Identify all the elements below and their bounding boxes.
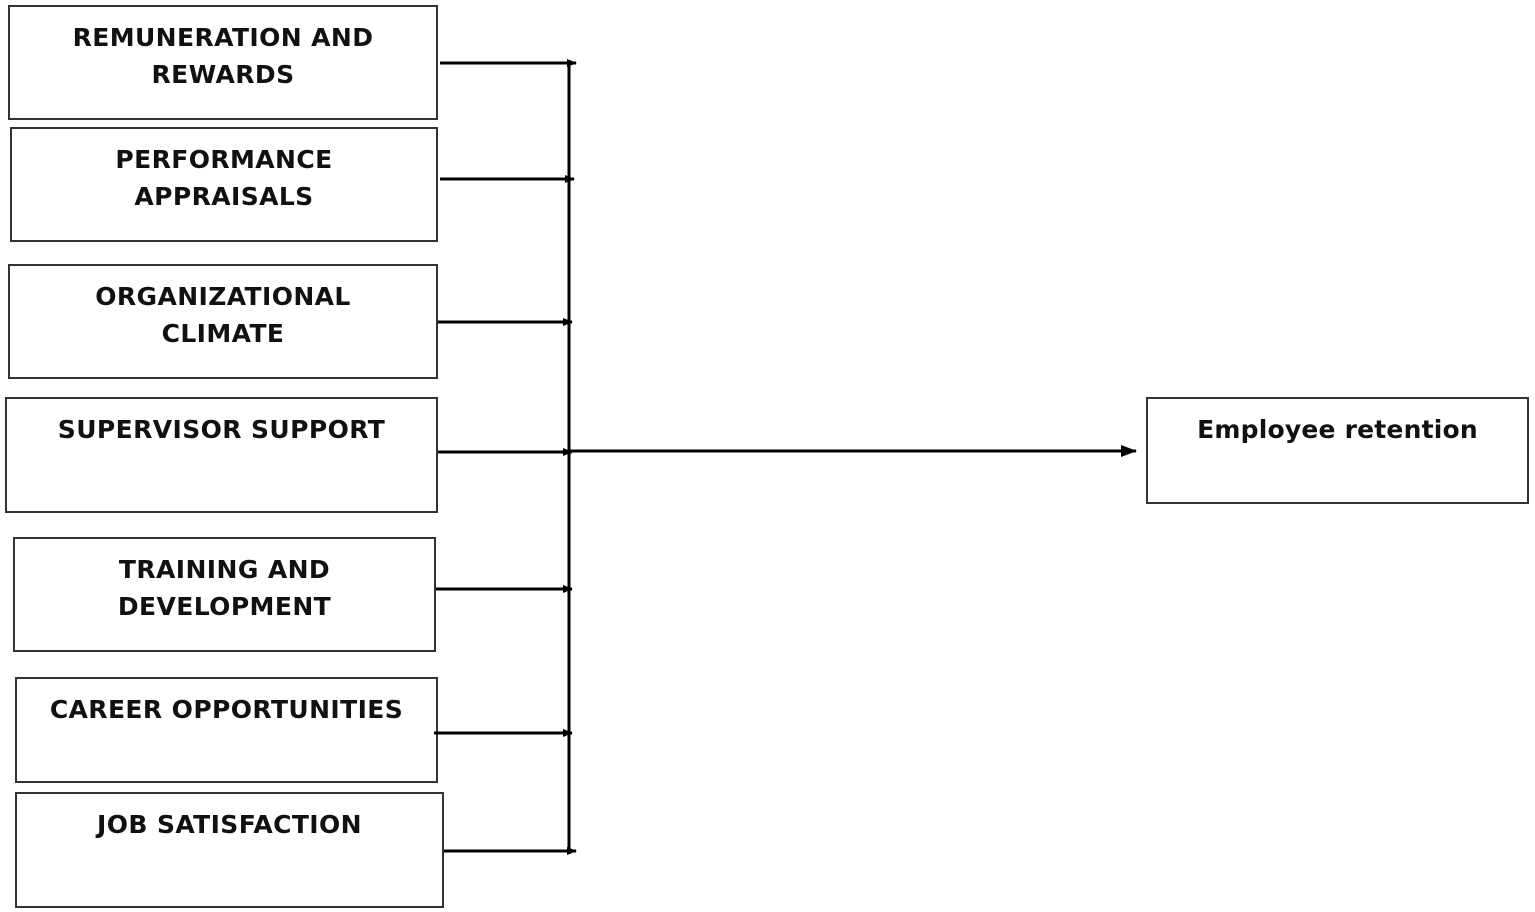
outcome-label: Employee retention (1197, 415, 1478, 444)
factor-box-training-and-development: TRAINING AND DEVELOPMENT (13, 537, 436, 652)
factor-box-supervisor-support: SUPERVISOR SUPPORT (5, 397, 438, 513)
factor-label-line: REMUNERATION AND (72, 23, 374, 52)
factor-box-remuneration-and-rewards: REMUNERATION AND REWARDS (8, 5, 438, 120)
factor-label-line: CLIMATE (161, 319, 285, 348)
factor-label-line: PERFORMANCE (115, 145, 333, 174)
factor-box-career-opportunities: CAREER OPPORTUNITIES (15, 677, 438, 783)
factor-box-organizational-climate: ORGANIZATIONAL CLIMATE (8, 264, 438, 379)
outcome-box-employee-retention: Employee retention (1146, 397, 1529, 504)
factor-label-line: APPRAISALS (134, 182, 314, 211)
factor-label-line: SUPERVISOR SUPPORT (57, 415, 386, 444)
factor-label-line: ORGANIZATIONAL (95, 282, 351, 311)
factor-box-job-satisfaction: JOB SATISFACTION (15, 792, 444, 908)
factor-label-line: REWARDS (151, 60, 295, 89)
factor-label-line: JOB SATISFACTION (97, 810, 362, 839)
factor-label-line: CAREER OPPORTUNITIES (49, 695, 404, 724)
factor-label-line: DEVELOPMENT (117, 592, 332, 621)
factor-label-line: TRAINING AND (118, 555, 331, 584)
factor-box-performance-appraisals: PERFORMANCE APPRAISALS (10, 127, 438, 242)
